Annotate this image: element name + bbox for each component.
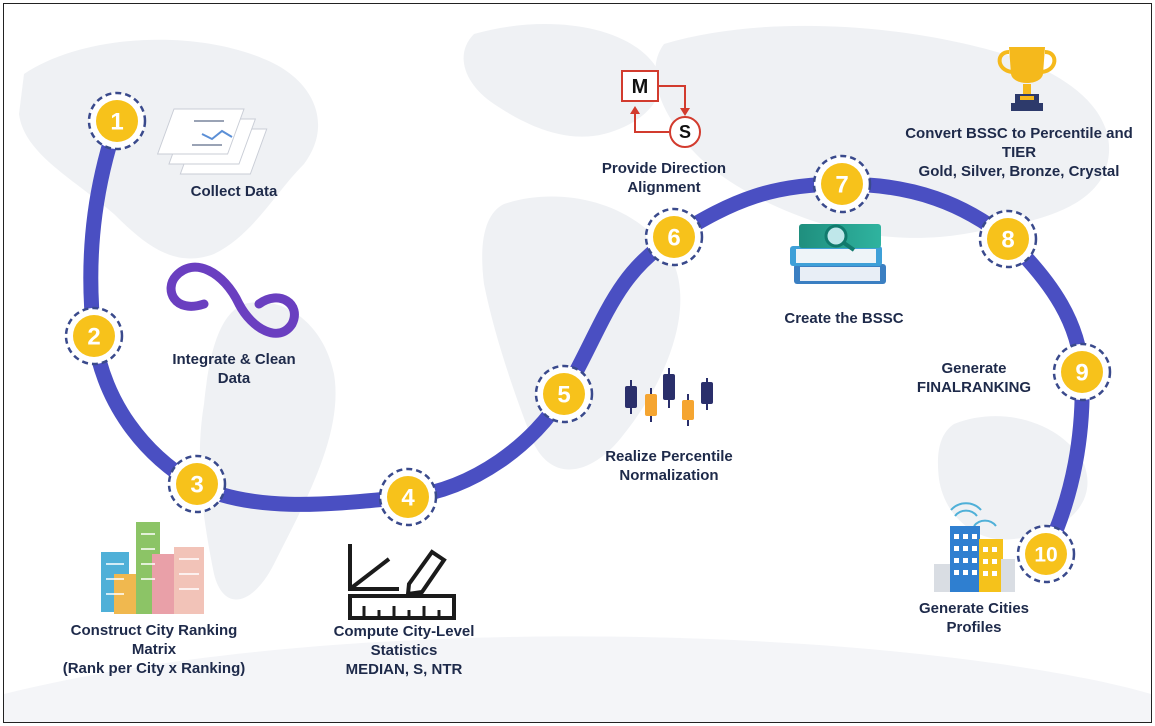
step-label-10-line-2: Profiles: [946, 619, 1002, 636]
step-label-2-line-2: Data: [217, 370, 251, 387]
step-number-1: 1: [110, 109, 123, 136]
step-number-6: 6: [667, 225, 680, 252]
step-label-10: Generate Cities Profiles: [899, 599, 1049, 637]
process-diagram: M S: [4, 24, 1151, 722]
step-label-9-line-2: FINALRANKING: [916, 379, 1032, 396]
step-number-10: 10: [1034, 544, 1057, 567]
step-node-8: 8: [978, 209, 1038, 269]
step-number-7: 7: [835, 172, 848, 199]
step-label-2: Integrate & Clean Data: [154, 350, 314, 388]
books-icon: [790, 224, 886, 284]
step-number-2: 2: [87, 324, 100, 351]
direction-s-letter: S: [679, 122, 691, 142]
step-node-5: 5: [534, 364, 594, 424]
step-label-9: Generate FINALRANKING: [899, 359, 1049, 397]
process-path: [83, 113, 1090, 562]
step-label-8: Convert BSSC to Percentile and TIER Gold…: [889, 124, 1149, 181]
step-label-4-line-2: Statistics: [370, 642, 438, 659]
step-label-6: Provide Direction Alignment: [589, 159, 739, 197]
step-number-9: 9: [1075, 360, 1088, 387]
step-node-2: 2: [64, 306, 124, 366]
city-profile-icon: [934, 502, 1015, 592]
step-node-10: 10: [1016, 524, 1076, 584]
step-number-5: 5: [557, 382, 570, 409]
step-label-10-line-1: Generate Cities: [918, 600, 1030, 617]
step-label-1: Collect Data: [174, 182, 294, 201]
step-label-2-line-1: Integrate & Clean: [172, 351, 296, 368]
step-number-8: 8: [1001, 227, 1014, 254]
step-label-8-line-1: Convert BSSC to Percentile and: [905, 125, 1133, 142]
direction-m-letter: M: [632, 76, 649, 98]
city-buildings-icon: [101, 522, 204, 614]
step-node-9: 9: [1052, 342, 1112, 402]
step-label-8-line-3: Gold, Silver, Bronze, Crystal: [918, 163, 1120, 180]
step-node-7: 7: [812, 154, 872, 214]
step-label-3-line-1: Construct City Ranking: [70, 622, 238, 639]
step-label-4-line-3: MEDIAN, S, NTR: [345, 661, 463, 678]
direction-alignment-icon: M S: [621, 70, 701, 148]
trophy-icon: [997, 47, 1057, 111]
diagram-frame: M S: [3, 3, 1152, 723]
step-label-4: Compute City-Level Statistics MEDIAN, S,…: [309, 622, 499, 679]
step-label-8-line-2: TIER: [1001, 144, 1037, 161]
infinity-icon: [166, 262, 299, 338]
step-label-5-line-2: Normalization: [619, 467, 719, 484]
documents-icon: [156, 108, 268, 175]
step-label-6-line-1: Provide Direction: [601, 160, 727, 177]
candlestick-icon: [625, 368, 713, 426]
step-nodes: 1 2 3 4 5: [64, 91, 1112, 584]
step-label-9-line-1: Generate: [941, 360, 1007, 377]
ruler-pencil-icon: [348, 544, 456, 620]
step-number-3: 3: [190, 472, 203, 499]
step-node-1: 1: [87, 91, 147, 151]
step-label-1-line-1: Collect Data: [190, 183, 278, 200]
step-label-3-line-3: (Rank per City x Ranking): [62, 660, 246, 677]
step-label-3: Construct City Ranking Matrix (Rank per …: [44, 621, 264, 678]
step-label-4-line-1: Compute City-Level: [333, 623, 475, 640]
step-label-5: Realize Percentile Normalization: [584, 447, 754, 485]
step-number-4: 4: [401, 485, 415, 512]
step-node-6: 6: [644, 207, 704, 267]
step-node-4: 4: [378, 467, 438, 527]
step-node-3: 3: [167, 454, 227, 514]
step-label-3-line-2: Matrix: [131, 641, 177, 658]
step-label-5-line-1: Realize Percentile: [605, 448, 733, 465]
step-label-7: Create the BSSC: [764, 309, 924, 328]
step-label-7-line-1: Create the BSSC: [784, 310, 904, 327]
step-label-6-line-2: Alignment: [627, 179, 701, 196]
